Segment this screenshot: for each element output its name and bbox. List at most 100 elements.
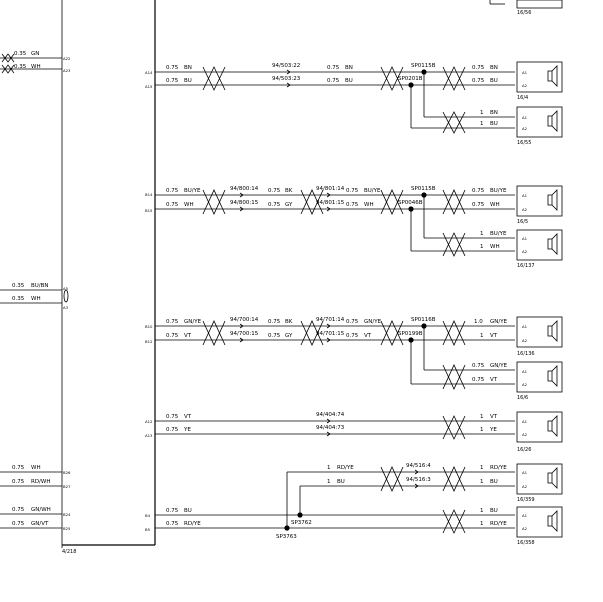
wire-label-size: 0.75	[346, 188, 359, 194]
arrow-marker	[239, 206, 244, 212]
wire-label-size: 0.75	[327, 65, 340, 71]
wire-label-color: VT	[490, 333, 498, 339]
wire-label-size: 0.35	[12, 283, 25, 289]
circuit-4	[155, 411, 563, 443]
speaker-pin: A1	[522, 193, 528, 198]
wire-label-size: 0.75	[166, 333, 179, 339]
speaker-icon	[551, 510, 558, 532]
splice-label: SP0115B	[411, 186, 436, 192]
pin-label: B10	[145, 324, 153, 329]
wire-label-color: BU/BN	[31, 283, 49, 289]
pin-label: A14	[145, 70, 153, 75]
left-wire-labels: 0.35 GN A22 0.35 WH A23 0.35 BU/BN A5 0.…	[12, 51, 71, 531]
speaker-pin: A2	[522, 526, 528, 531]
speaker-pin: A2	[522, 432, 528, 437]
splice-label: SP0115B	[411, 63, 436, 69]
speaker-ref: 16/26	[517, 447, 531, 453]
connector-symbol	[202, 320, 226, 346]
pin-label: B4	[145, 513, 151, 518]
wire-label-size: 1	[480, 508, 484, 514]
speaker-box	[516, 361, 563, 393]
speaker-pin: A2	[522, 207, 528, 212]
connector-code: 94/700:14	[230, 317, 259, 323]
wire-label-color: BU	[345, 78, 353, 84]
wire-label-size: 0.75	[166, 188, 179, 194]
connector-symbol	[380, 466, 404, 492]
wire-label-size: 1	[480, 479, 484, 485]
circuit-4-labels: A12 A13 0.75 VT 0.75 YE 94/404:74 94/404…	[145, 412, 531, 453]
wire-label-color: GN	[31, 51, 39, 57]
speaker-icon	[547, 238, 553, 250]
wire-label-size: 1.0	[474, 319, 483, 325]
circuit-5-labels: B4 B5 0.75 BU 0.75 RD/YE 1 RD/YE 1 BU 94…	[145, 463, 535, 546]
speaker-ref: 16/137	[517, 263, 535, 269]
wire-label-size: 0.75	[472, 202, 485, 208]
wire-label-color: GY	[285, 333, 293, 339]
speaker-icon	[551, 65, 558, 87]
pin-label: A22	[63, 56, 71, 61]
arrow-marker	[286, 69, 291, 75]
arrow-marker	[286, 82, 291, 88]
arrow-marker	[414, 483, 419, 489]
top-speaker-stub	[489, 0, 563, 9]
wire-label-color: BU/YE	[184, 188, 201, 194]
wire-label-size: 0.75	[472, 363, 485, 369]
wire-label-size: 0.75	[166, 508, 179, 514]
wire-label-size: 1	[480, 110, 484, 116]
wire-label-size: 1	[480, 465, 484, 471]
connector-symbol	[442, 415, 466, 440]
speaker-icon	[547, 370, 553, 382]
wire-label-size: 0.75	[166, 202, 179, 208]
connector-code: 94/800:15	[230, 200, 259, 206]
wire-label-color: VT	[364, 333, 372, 339]
wire-label-color: BU/YE	[490, 188, 507, 194]
wire-label-size: 0.75	[346, 202, 359, 208]
speaker-pin: A2	[522, 126, 528, 131]
wire-label-color: GN/YE	[364, 319, 382, 325]
speaker-icon	[547, 70, 553, 82]
wire-label-size: 0.75	[472, 65, 485, 71]
speaker-icon	[551, 189, 558, 211]
splice-dot	[297, 512, 303, 518]
speaker-icon	[547, 420, 553, 432]
speaker-box	[516, 506, 563, 538]
speaker-pin: A1	[522, 419, 528, 424]
speaker-icon	[551, 365, 558, 387]
connector-symbol	[442, 66, 466, 91]
arrow-marker	[326, 337, 331, 343]
arrow-marker	[239, 192, 244, 198]
connector-symbol	[442, 232, 466, 257]
circuit-2-labels: B14 B15 0.75 BU/YE 0.75 WH 94/800:14 0.7…	[145, 186, 535, 269]
connector-symbol	[380, 320, 404, 346]
wire-label-color: GN/YE	[490, 363, 508, 369]
arrow-marker	[326, 206, 331, 212]
top-speaker-ref: 16/56	[517, 10, 531, 16]
wire-label-color: GN/WH	[31, 507, 51, 513]
connector-code: 94/503:23	[272, 76, 301, 82]
speaker-pin: A1	[522, 369, 528, 374]
wire-label-size: 0.35	[14, 51, 27, 57]
speaker-box	[516, 61, 563, 93]
speaker-pin: A2	[522, 484, 528, 489]
circuit-5	[155, 463, 563, 538]
wire-label-size: 0.75	[166, 521, 179, 527]
wire-label-color: BN	[490, 65, 498, 71]
wire-label-size: 1	[327, 465, 331, 471]
radio-module-box	[62, 0, 156, 546]
wire-label-color: RD/YE	[184, 521, 201, 527]
speaker-ref: 16/358	[517, 540, 535, 546]
connector-symbol	[202, 66, 226, 91]
speaker-box	[516, 106, 563, 138]
pin-label: B25	[63, 526, 71, 531]
arrow-marker	[326, 418, 331, 424]
wire-label-size: 1	[480, 427, 484, 433]
connector-symbol	[442, 364, 466, 390]
connector-code: 94/404:73	[316, 425, 345, 431]
wire-label-size: 0.35	[14, 64, 27, 70]
arrow-marker	[239, 337, 244, 343]
arrow-marker	[326, 192, 331, 198]
speaker-icon	[551, 110, 558, 132]
wire-label-color: VT	[184, 414, 192, 420]
wire-label-color: BU	[184, 508, 192, 514]
speaker-pin: A2	[522, 249, 528, 254]
